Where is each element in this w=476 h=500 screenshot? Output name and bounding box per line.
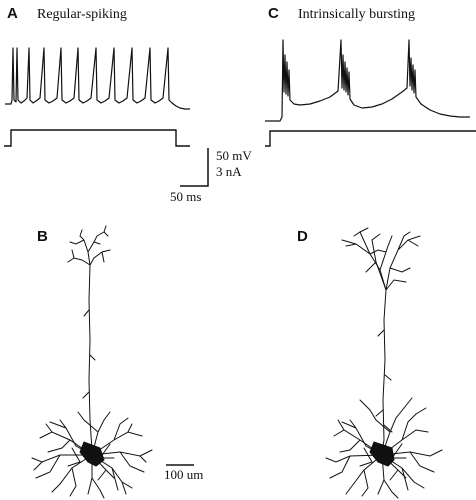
- panel-a-letter: A: [7, 5, 18, 22]
- panel-c-letter: C: [268, 5, 279, 22]
- regular-spiking-neuron-drawing: [31, 225, 153, 499]
- panel-c-title: Intrinsically bursting: [298, 7, 416, 22]
- time-scale-label: 50 ms: [170, 189, 202, 204]
- panel-d-letter: D: [297, 228, 308, 245]
- regular-spiking-voltage-trace: [5, 47, 190, 110]
- length-scale-label: 100 um: [164, 467, 204, 482]
- voltage-scale-label: 50 mV: [216, 148, 252, 163]
- panel-b-letter: B: [37, 228, 48, 245]
- ephys-scale-bar: [180, 148, 209, 187]
- regular-spiking-current-step: [4, 129, 190, 147]
- panel-a-title: Regular-spiking: [37, 7, 127, 22]
- bursting-current-step: [265, 130, 476, 147]
- current-scale-label: 3 nA: [216, 164, 242, 179]
- bursting-voltage-trace: [265, 39, 470, 122]
- intrinsically-bursting-neuron-drawing: [325, 227, 443, 499]
